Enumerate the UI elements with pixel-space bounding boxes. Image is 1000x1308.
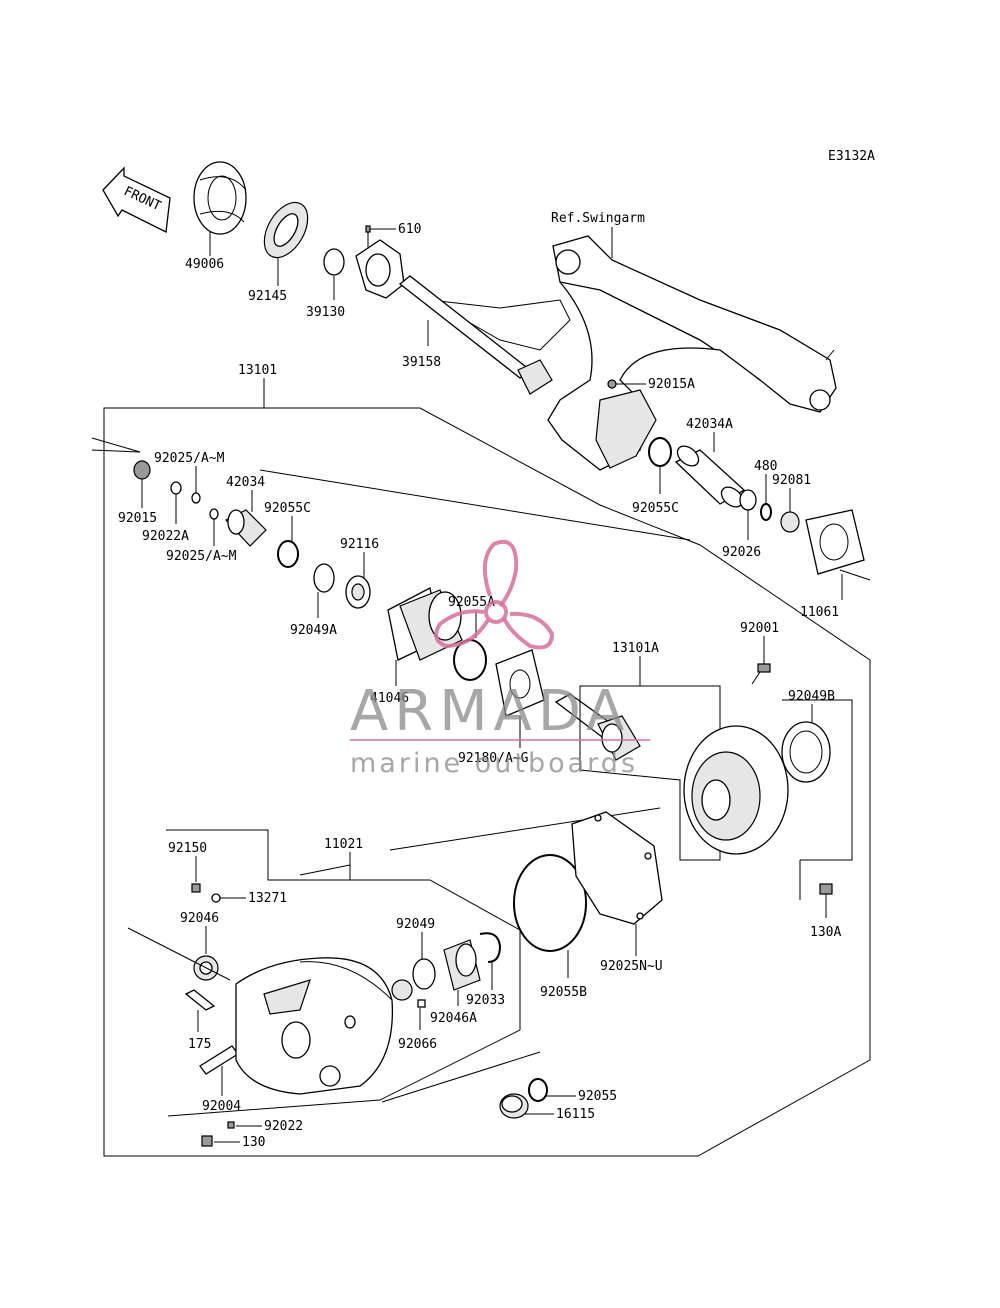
part-92055 <box>528 1078 548 1102</box>
part-92033 <box>479 932 502 963</box>
label-130A: 130A <box>810 925 841 940</box>
front-arrow-icon: FRONT <box>102 166 171 233</box>
part-13271 <box>211 893 221 903</box>
label-92055: 92055 <box>578 1089 617 1104</box>
label-49006: 49006 <box>185 257 224 272</box>
ref-swingarm-label: Ref.Swingarm <box>551 211 645 226</box>
part-92049A <box>313 563 335 593</box>
part-92046A <box>443 939 481 991</box>
part-92022A <box>170 481 182 495</box>
label-610: 610 <box>398 222 421 237</box>
label-92015: 92015 <box>118 511 157 526</box>
label-175: 175 <box>188 1037 211 1052</box>
label-16115: 16115 <box>556 1107 595 1122</box>
label-42034A: 42034A <box>686 417 733 432</box>
part-92081 <box>780 511 800 533</box>
label-39130: 39130 <box>306 305 345 320</box>
assembly-bracket-13101A <box>579 685 721 861</box>
assembly-bracket-11021 <box>166 829 521 1117</box>
part-92015A <box>607 379 617 389</box>
part-final-gear-case <box>235 957 394 1095</box>
watermark-brand: ARMADA <box>350 679 630 744</box>
label-11021: 11021 <box>324 837 363 852</box>
part-130 <box>201 1135 213 1147</box>
label-92049A: 92049A <box>290 623 337 638</box>
label-92055C-b: 92055C <box>264 501 311 516</box>
propeller-logo-icon <box>434 539 555 650</box>
label-13101A: 13101A <box>612 641 659 656</box>
part-42034A <box>674 445 746 508</box>
part-610 <box>365 225 371 233</box>
label-480: 480 <box>754 459 777 474</box>
part-ring-gear <box>683 725 789 855</box>
label-92116: 92116 <box>340 537 379 552</box>
label-92049B: 92049B <box>788 689 835 704</box>
label-92025AM-a: 92025/A~M <box>154 451 225 466</box>
label-92145: 92145 <box>248 289 287 304</box>
label-92025AM-b: 92025/A~M <box>166 549 237 564</box>
label-92025NU: 92025N~U <box>600 959 663 974</box>
label-92049: 92049 <box>396 917 435 932</box>
label-92033: 92033 <box>466 993 505 1008</box>
swingarm-part <box>429 235 837 471</box>
label-13271: 13271 <box>248 891 287 906</box>
part-92025AM-a <box>191 492 201 504</box>
pinion-gear-part <box>554 693 641 761</box>
label-92066: 92066 <box>398 1037 437 1052</box>
label-92055B: 92055B <box>540 985 587 1000</box>
part-92049 <box>412 958 436 990</box>
label-41046: 41046 <box>370 691 409 706</box>
label-92150: 92150 <box>168 841 207 856</box>
watermark: ARMADA marine outboards <box>350 539 650 779</box>
part-92145 <box>263 201 309 259</box>
diagram-code: E3132A <box>828 149 875 164</box>
part-92026 <box>739 489 757 511</box>
label-92022A: 92022A <box>142 529 189 544</box>
part-92022 <box>227 1121 235 1129</box>
assembly-bracket-13101 <box>103 407 871 1157</box>
part-92015 <box>133 460 151 480</box>
part-49006 <box>193 161 247 235</box>
part-130A <box>819 883 833 895</box>
label-92001: 92001 <box>740 621 779 636</box>
label-42034: 42034 <box>226 475 265 490</box>
label-92046: 92046 <box>180 911 219 926</box>
part-11061 <box>805 509 865 575</box>
label-92081: 92081 <box>772 473 811 488</box>
label-92055A: 92055A <box>448 595 495 610</box>
part-92025AM-b <box>209 508 219 520</box>
label-92055C-a: 92055C <box>632 501 679 516</box>
part-92150 <box>191 883 201 893</box>
part-39158 <box>355 239 553 395</box>
label-130: 130 <box>242 1135 265 1150</box>
part-92025NU <box>571 811 663 925</box>
part-16115 <box>499 1093 529 1119</box>
part-39130 <box>323 248 345 276</box>
part-92066 <box>391 979 426 1008</box>
part-92001 <box>751 663 771 685</box>
part-41046 <box>387 587 463 661</box>
label-39158: 39158 <box>402 355 441 370</box>
label-92015A: 92015A <box>648 377 695 392</box>
part-92180 <box>495 649 545 717</box>
label-92022: 92022 <box>264 1119 303 1134</box>
part-480 <box>760 503 772 521</box>
label-11061: 11061 <box>800 605 839 620</box>
label-92046A: 92046A <box>430 1011 477 1026</box>
part-92055C-b <box>277 540 299 568</box>
part-92055B <box>513 854 587 952</box>
label-13101: 13101 <box>238 363 277 378</box>
label-92180: 92180/A~G <box>458 751 529 766</box>
label-92004: 92004 <box>202 1099 241 1114</box>
part-92049B <box>781 721 831 783</box>
part-92055C-a <box>648 437 672 467</box>
part-42034 <box>225 509 267 547</box>
watermark-tagline: marine outboards <box>350 748 638 779</box>
part-175 <box>184 989 216 1011</box>
label-92026: 92026 <box>722 545 761 560</box>
part-92116 <box>345 575 371 609</box>
